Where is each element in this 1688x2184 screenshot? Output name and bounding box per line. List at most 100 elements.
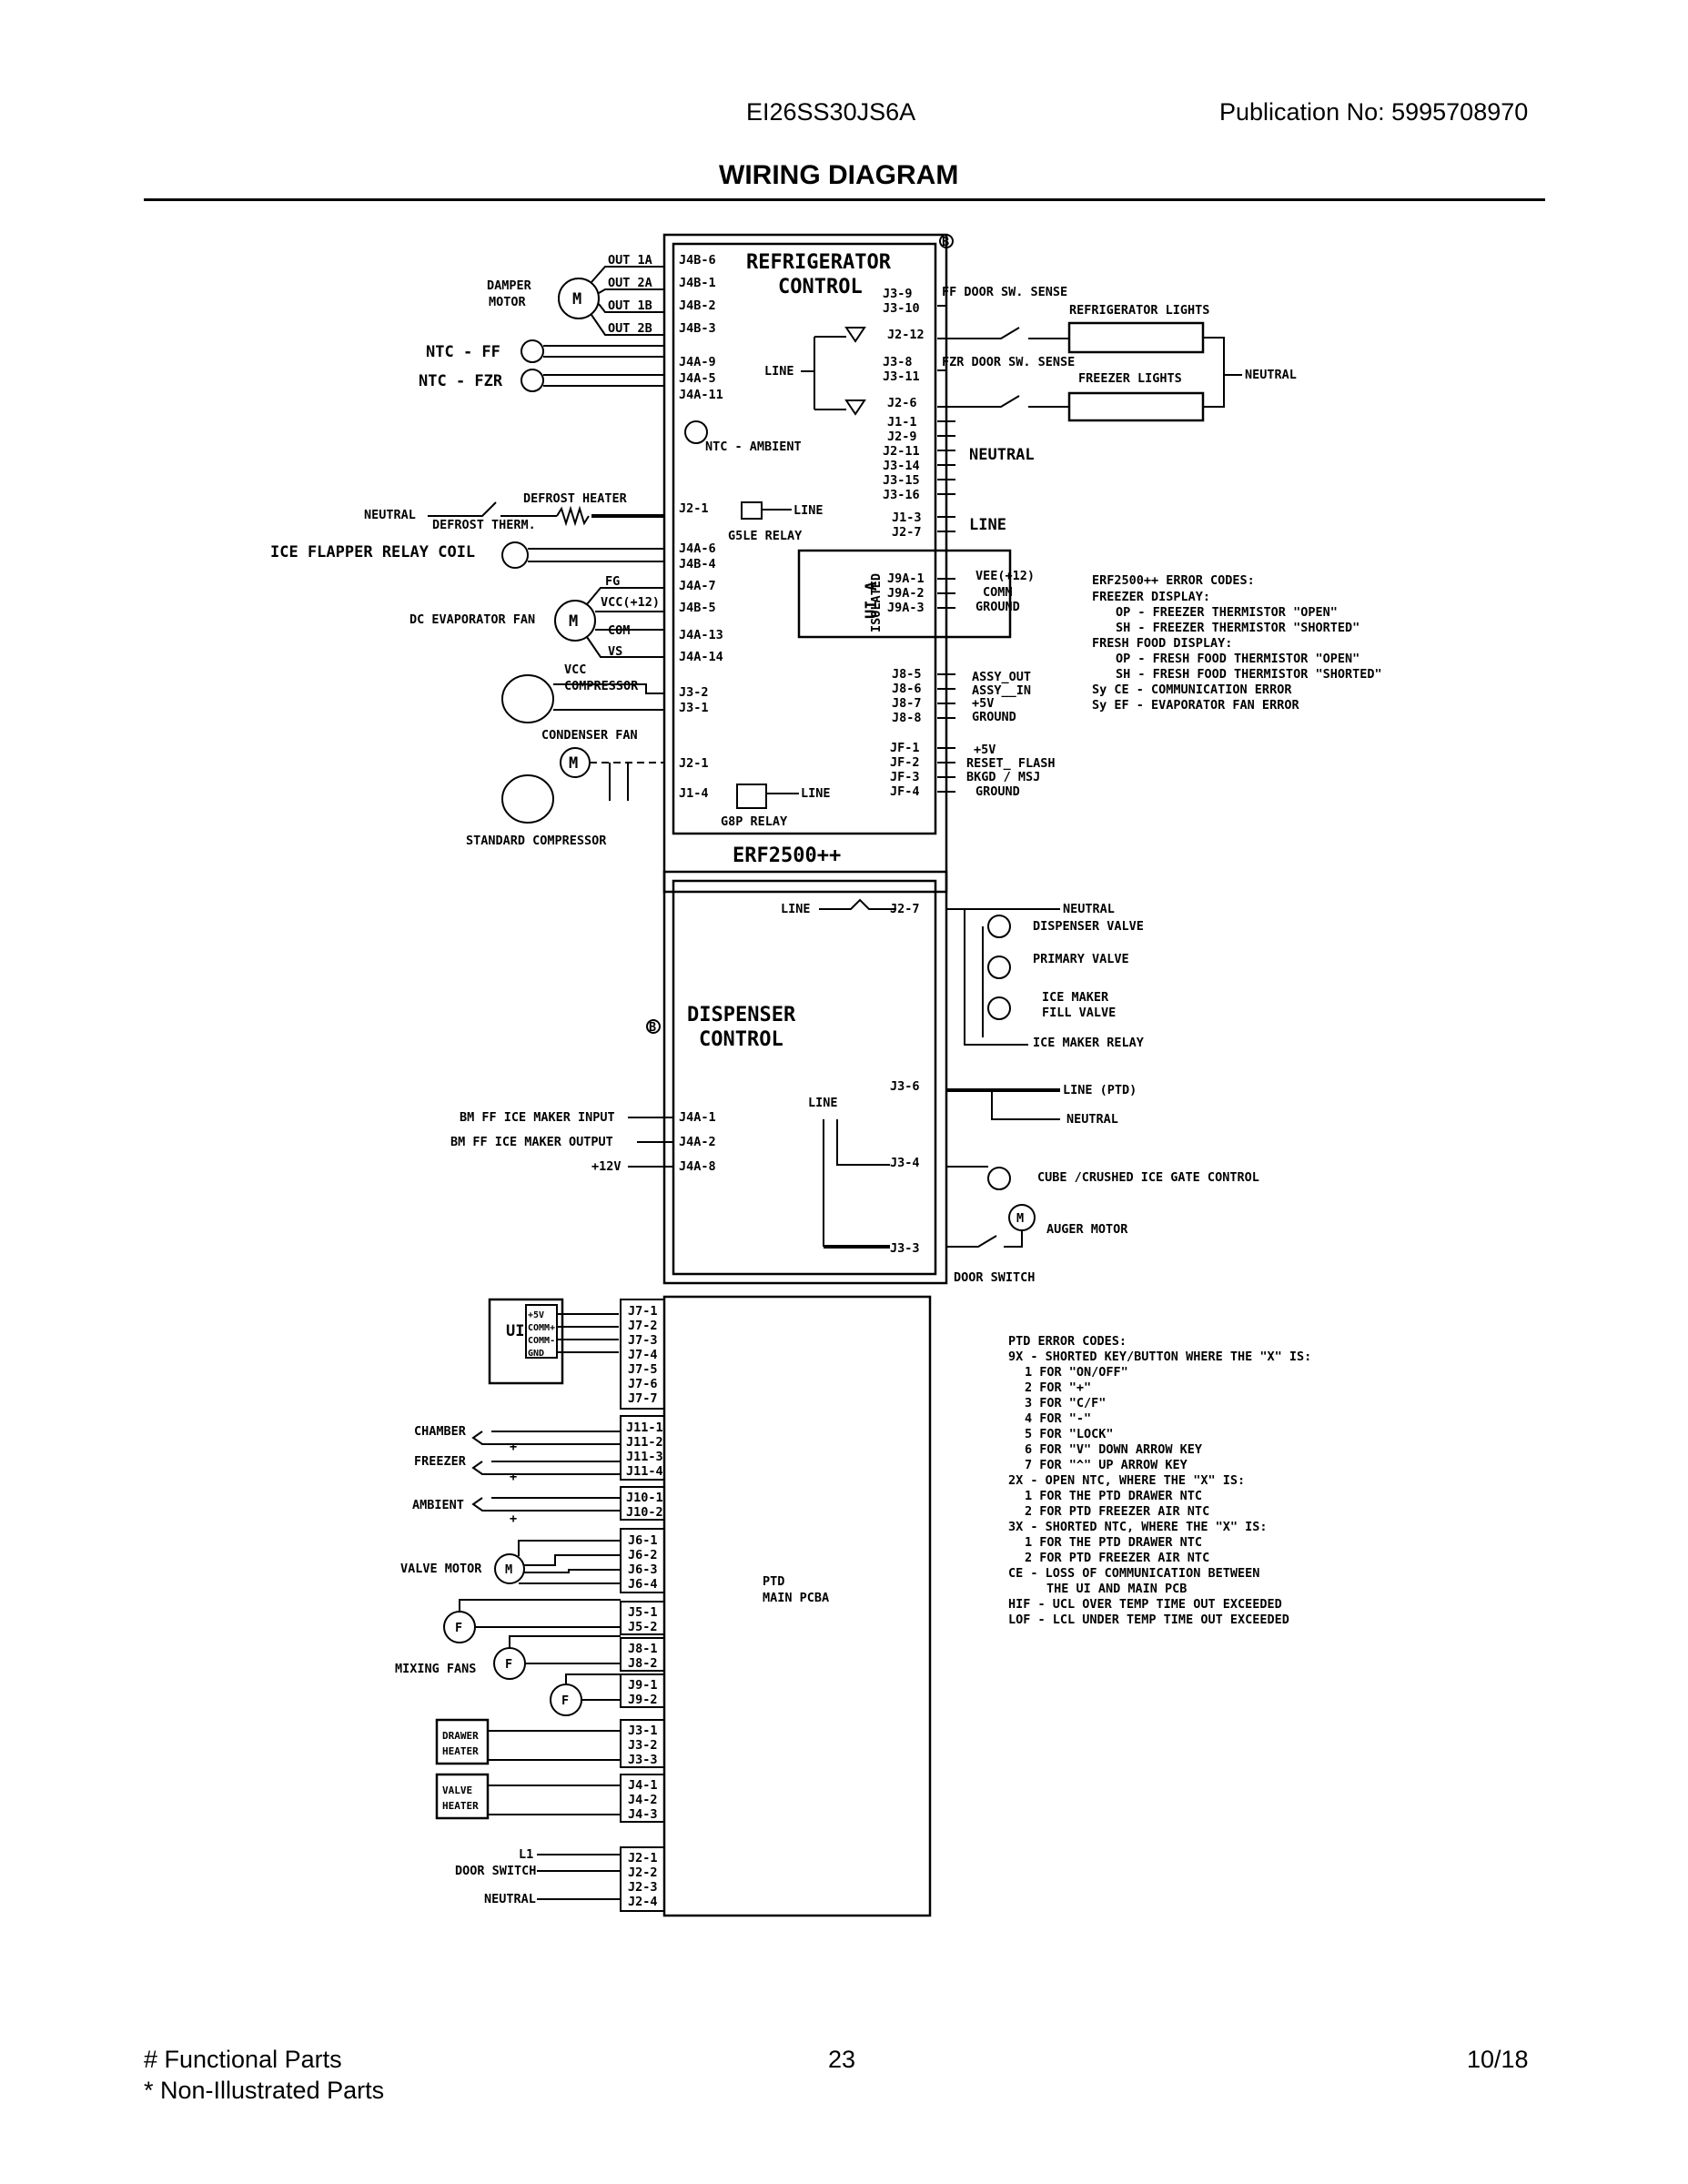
ptd-ui-gnd: GND xyxy=(528,1349,544,1359)
pin-j2-1-mid: J2-1 xyxy=(679,756,709,771)
ptd-neutral-label: NEUTRAL xyxy=(484,1892,536,1906)
assy-5v: +5V xyxy=(972,696,994,711)
ptd-err-17: LOF - LCL UNDER TEMP TIME OUT EXCEEDED xyxy=(1008,1613,1289,1627)
ptd-error-title: PTD ERROR CODES: xyxy=(1008,1334,1127,1349)
assy-out: ASSY_OUT xyxy=(972,670,1031,684)
left-components: DAMPER MOTOR M OUT 1A OUT 2A OUT 1B OUT … xyxy=(270,253,664,848)
pin-j2-7: J2-7 xyxy=(892,525,922,540)
ice-maker-relay-label: ICE MAKER RELAY xyxy=(1033,1036,1145,1050)
g8p-relay-label: G8P RELAY xyxy=(721,814,788,829)
evap-m: M xyxy=(569,612,578,631)
ptd-ui-label: UI xyxy=(506,1322,524,1340)
mixing-fans-label: MIXING FANS xyxy=(395,1662,476,1676)
freezer-lights-label: FREEZER LIGHTS xyxy=(1078,371,1182,386)
bm-ff-ice-input: BM FF ICE MAKER INPUT xyxy=(460,1110,615,1125)
pin-d-j3-4: J3-4 xyxy=(890,1156,920,1170)
pin-j2-1-top: J2-1 xyxy=(679,501,709,516)
pin-j9a-3: J9A-3 xyxy=(887,601,925,615)
standard-compressor-icon xyxy=(501,774,554,824)
pin-j3-8: J3-8 xyxy=(883,355,913,369)
g8p-line-label: LINE xyxy=(801,786,831,801)
fan1-f: F xyxy=(455,1621,462,1635)
pin-ptd-j4-1: J4-1 xyxy=(628,1778,658,1793)
pin-j11-2: J11-2 xyxy=(626,1435,663,1450)
ptd-ui-commp: COMM+ xyxy=(528,1323,555,1333)
pin-j5-1: J5-1 xyxy=(628,1605,658,1620)
auger-motor-label: AUGER MOTOR xyxy=(1046,1222,1128,1237)
fill-valve-label: FILL VALVE xyxy=(1042,1006,1116,1020)
freezer-label: FREEZER xyxy=(414,1454,467,1469)
page-title: WIRING DIAGRAM xyxy=(719,160,959,190)
jf-5v: +5V xyxy=(974,743,996,757)
disp-neutral-label: NEUTRAL xyxy=(1063,902,1115,916)
ptd-err-3: 3 FOR "C/F" xyxy=(1025,1396,1106,1410)
ntc-fzr-label: NTC - FZR xyxy=(419,372,503,390)
pin-d-j2-7: J2-7 xyxy=(890,902,920,916)
erf-error-title: ERF2500++ ERROR CODES: xyxy=(1092,573,1255,588)
publication-number: Publication No: 5995708970 xyxy=(1219,98,1529,126)
compressor-label: COMPRESSOR xyxy=(564,679,639,693)
refrigerator-lights-icon xyxy=(1067,321,1205,354)
erf-err-6: Sy CE - COMMUNICATION ERROR xyxy=(1092,682,1292,697)
chamber-plus: + xyxy=(510,1440,517,1454)
ice-flapper-label: ICE FLAPPER RELAY COIL xyxy=(270,543,475,561)
ptd-err-14: CE - LOSS OF COMMUNICATION BETWEEN xyxy=(1008,1566,1259,1581)
erf-err-4: OP - FRESH FOOD THERMISTOR "OPEN" xyxy=(1116,652,1359,666)
fill-valve-icon xyxy=(987,996,1011,1020)
pin-jf-4: JF-4 xyxy=(890,784,920,799)
pin-j8-2: J8-2 xyxy=(628,1656,658,1671)
pin-d-j4a-1: J4A-1 xyxy=(679,1110,716,1125)
ptd-err-1: 1 FOR "ON/OFF" xyxy=(1025,1365,1128,1380)
refrigerator-lights-label: REFRIGERATOR LIGHTS xyxy=(1069,303,1209,318)
pin-j2-12: J2-12 xyxy=(887,328,925,342)
g5le-line-label: LINE xyxy=(793,503,824,518)
pin-j6-1: J6-1 xyxy=(628,1533,658,1548)
ff-door-sw-label: FF DOOR SW. SENSE xyxy=(942,285,1067,299)
ptd-err-2: 2 FOR "+" xyxy=(1025,1380,1091,1395)
valve-label: VALVE xyxy=(442,1785,472,1796)
pin-j7-4: J7-4 xyxy=(628,1348,658,1362)
pin-jf-1: JF-1 xyxy=(890,741,920,755)
fzr-door-sw-label: FZR DOOR SW. SENSE xyxy=(942,355,1075,369)
pin-j8-8: J8-8 xyxy=(892,711,922,725)
pin-j9-1: J9-1 xyxy=(628,1678,658,1693)
ptd-ui-commn: COMM- xyxy=(528,1336,555,1346)
header-rule xyxy=(144,198,1545,201)
pin-j2-11: J2-11 xyxy=(883,444,920,459)
refrigerator-control-title-2: CONTROL xyxy=(778,276,863,298)
pin-j9a-1: J9A-1 xyxy=(887,571,925,586)
ntc-ff-label: NTC - FF xyxy=(426,343,500,361)
erf-err-1: OP - FREEZER THERMISTOR "OPEN" xyxy=(1116,605,1338,620)
fan-vs: VS xyxy=(608,644,622,659)
fan-vcc: VCC(+12) xyxy=(601,595,660,610)
ntc-fzr-icon xyxy=(521,369,544,392)
pin-j1-4: J1-4 xyxy=(679,786,709,801)
pin-j3-2: J3-2 xyxy=(679,685,709,700)
out-2a: OUT 2A xyxy=(608,276,652,290)
pin-ptd-j2-4: J2-4 xyxy=(628,1895,658,1909)
pin-j9a-2: J9A-2 xyxy=(887,586,925,601)
pin-j3-14: J3-14 xyxy=(883,459,920,473)
erf-error-codes: ERF2500++ ERROR CODES: FREEZER DISPLAY: … xyxy=(1092,573,1382,713)
ptd-err-13: 2 FOR PTD FREEZER AIR NTC xyxy=(1025,1551,1209,1565)
pin-j4b-1: J4B-1 xyxy=(679,276,716,290)
pin-j7-7: J7-7 xyxy=(628,1391,658,1406)
erf-err-3: FRESH FOOD DISPLAY: xyxy=(1092,636,1232,651)
valve-heater-box xyxy=(435,1773,490,1820)
dc-evap-fan-label: DC EVAPORATOR FAN xyxy=(409,612,535,627)
standard-compressor-label: STANDARD COMPRESSOR xyxy=(466,834,607,848)
pin-j3-10: J3-10 xyxy=(883,301,920,316)
l1-label: L1 xyxy=(519,1847,533,1862)
pin-j1-3: J1-3 xyxy=(892,511,922,525)
erf-err-0: FREEZER DISPLAY: xyxy=(1092,590,1210,604)
ptd-err-7: 7 FOR "^" UP ARROW KEY xyxy=(1025,1458,1188,1472)
pin-j4a-11: J4A-11 xyxy=(679,388,723,402)
ice-maker-label: ICE MAKER xyxy=(1042,990,1109,1005)
damper-m: M xyxy=(572,290,581,308)
chamber-label: CHAMBER xyxy=(414,1424,467,1439)
pin-j4a-13: J4A-13 xyxy=(679,628,723,642)
dispenser-line-label: LINE xyxy=(781,902,811,916)
rc-neutral-label: NEUTRAL xyxy=(969,446,1035,464)
drawer-label: DRAWER xyxy=(442,1730,479,1742)
